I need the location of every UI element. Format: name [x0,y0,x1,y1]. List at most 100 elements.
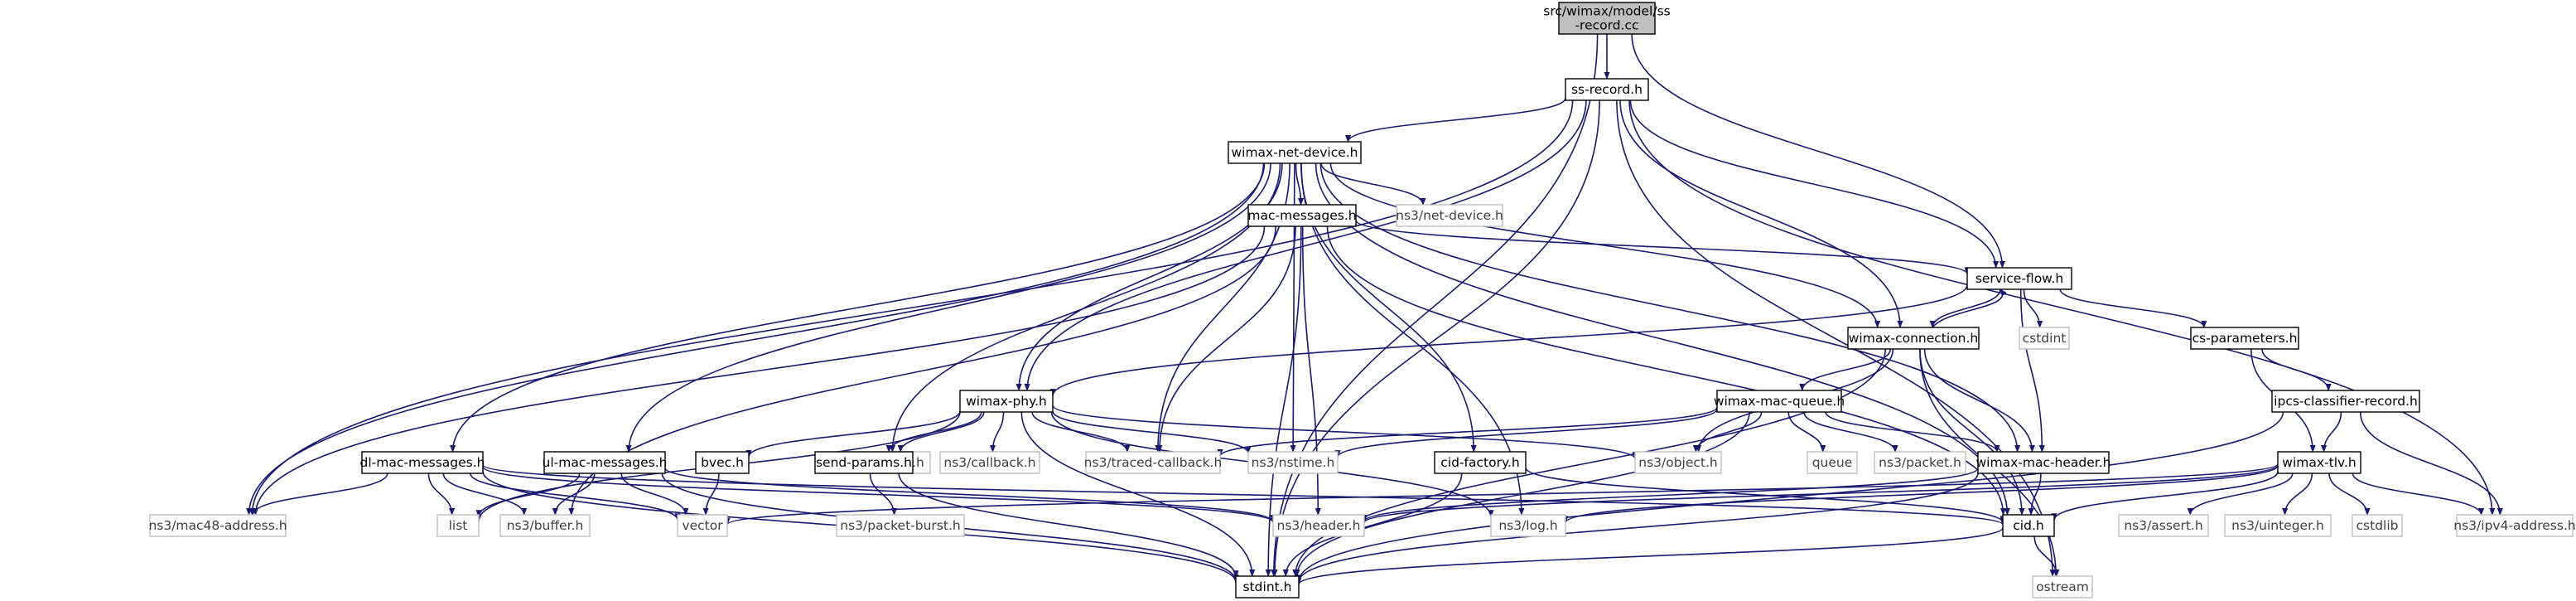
node-wimax-phy[interactable]: wimax-phy.h [959,390,1054,413]
node-box-stdint [1235,575,1300,599]
edge-ipcs-classifier-record-to-ipv4-address [2359,411,2503,516]
edge-service-flow-to-cs-parameters [2059,288,2207,328]
node-box-list [437,514,480,537]
node-label-cs-parameters: cs-parameters.h [2192,331,2298,346]
node-label-wimax-connection: wimax-connection.h [1849,331,1979,346]
edge-ul-mac-messages-to-header [664,467,1276,523]
node-wimax-net-device[interactable]: wimax-net-device.h [1228,141,1362,164]
edge-wimax-tlv-to-vector [724,463,2279,526]
edge-wimax-tlv-to-header [1361,464,2279,524]
node-service-flow[interactable]: service-flow.h [1966,267,2072,290]
edge-mac-messages-to-service-flow [1355,219,1971,275]
edge-ul-mac-messages-to-buffer [552,473,596,516]
edge-ipcs-classifier-record-to-wimax-tlv [2321,411,2342,453]
node-mac-messages[interactable]: mac-messages.h [1247,204,1357,227]
node-send-params[interactable]: send-params.h [814,451,914,474]
edge-bvec-to-vector [702,473,720,516]
edge-mac-messages-to-traced-callback [1156,225,1296,453]
edge-wimax-net-device-to-cid [1315,162,2010,516]
node-box-cstdlib [2352,514,2403,537]
edge-wimax-tlv-to-assert [2187,473,2294,516]
node-wimax-mac-header[interactable]: wimax-mac-header.h [1976,451,2111,474]
node-label-mac-messages: mac-messages.h [1247,208,1356,223]
node-label-wimax-phy: wimax-phy.h [966,394,1047,409]
node-label-buffer: ns3/buffer.h [507,518,584,533]
node-box-net-device [1396,204,1503,227]
node-wimax-connection[interactable]: wimax-connection.h [1847,327,1980,350]
node-box-object [1634,451,1722,474]
node-box-buffer [499,514,591,537]
edge-wimax-connection-to-stdint [1292,348,1886,577]
node-root[interactable]: src/wimax/model/ss-record.cc [1543,2,1671,35]
node-callback: ns3/callback.h [939,451,1040,474]
node-ul-mac-messages[interactable]: ul-mac-messages.h [543,451,668,474]
node-label-ul-mac-messages: ul-mac-messages.h [543,455,668,470]
edge-service-flow-to-wimax-phy [1049,284,1968,397]
node-header: ns3/header.h [1272,514,1365,537]
node-label-wimax-tlv: wimax-tlv.h [2282,455,2356,470]
node-wimax-mac-queue[interactable]: wimax-mac-queue.h [1714,390,1845,413]
node-bvec[interactable]: bvec.h [695,451,750,474]
edge-wimax-net-device-to-net-device [1320,162,1426,206]
node-ipcs-classifier-record[interactable]: ipcs-classifier-record.h [2271,390,2420,413]
node-box-ostream [2032,575,2093,599]
node-cid[interactable]: cid.h [2002,514,2055,537]
node-label-vector: vector [682,518,723,533]
edge-wimax-net-device-to-dl-mac-messages [450,162,1266,453]
edge-wimax-phy-to-traced-callback [1031,411,1131,453]
edge-cid-factory-to-stdint [1282,473,1463,577]
node-label-log: ns3/log.h [1498,518,1557,533]
edge-wimax-connection-to-wimax-mac-queue [1799,348,1892,391]
edge-mac-messages-to-stdint [1265,225,1302,577]
node-stdint[interactable]: stdint.h [1235,575,1300,599]
node-cstdlib: cstdlib [2352,514,2403,537]
edge-wimax-phy-to-object [1052,405,1638,460]
node-wimax-tlv[interactable]: wimax-tlv.h [2277,451,2361,474]
node-box-cstdint [2019,327,2070,350]
edge-ss-record-to-service-flow [1629,99,2000,269]
node-buffer: ns3/buffer.h [499,514,591,537]
node-label-wimax-mac-queue: wimax-mac-queue.h [1714,394,1845,409]
edge-dl-mac-messages-to-mac48-address [249,473,388,516]
edge-wimax-connection-to-wimax-mac-header [1923,348,2035,453]
edge-ul-mac-messages-to-list [475,473,581,518]
node-label-dl-mac-messages: dl-mac-messages.h [360,455,485,470]
edge-wimax-net-device-to-mac-messages [1295,162,1305,206]
node-packet-burst: ns3/packet-burst.h [836,514,965,537]
node-cid-factory[interactable]: cid-factory.h [1434,451,1527,474]
node-log: ns3/log.h [1490,514,1566,537]
edge-wimax-mac-queue-to-traced-callback [1217,406,1718,457]
edge-ss-record-to-mac48-address [248,99,1574,516]
node-box-wimax-connection [1847,327,1980,350]
node-label-cid: cid.h [2013,518,2043,533]
node-label-cstdint: cstdint [2023,331,2067,346]
node-box-wimax-mac-header [1977,451,2110,474]
edge-wimax-mac-header-to-header [1361,468,1979,523]
node-label-ipcs-classifier-record: ipcs-classifier-record.h [2274,394,2418,409]
edge-dl-mac-messages-to-cid [482,464,2006,526]
dependency-edges [246,33,2503,585]
edge-mac-messages-to-mac48-address [252,225,1266,516]
node-label-callback: ns3/callback.h [943,455,1035,470]
node-box-traced-callback [1085,451,1221,474]
edge-wimax-net-device-to-log [1300,162,1525,516]
edge-ss-record-to-wimax-connection [1619,99,1903,328]
node-box-ul-mac-messages [543,451,666,474]
node-label-wimax-mac-header: wimax-mac-header.h [1976,455,2111,470]
node-dl-mac-messages[interactable]: dl-mac-messages.h [360,451,485,474]
node-box-uinteger [2224,514,2332,537]
node-cs-parameters[interactable]: cs-parameters.h [2190,327,2299,350]
edge-service-flow-to-wimax-connection [1929,288,2001,328]
edge-ss-record-to-wimax-phy [1024,99,1587,391]
node-label-cid-factory: cid-factory.h [1440,455,1519,470]
node-label-queue: queue [1812,455,1853,470]
edge-wimax-connection-to-cid [1919,348,2025,516]
node-box-wimax-mac-queue [1716,390,1842,413]
node-box-cid-factory [1434,451,1527,474]
edge-wimax-net-device-to-wimax-connection [1329,162,1881,328]
node-box-dl-mac-messages [361,451,484,474]
node-ss-record[interactable]: ss-record.h [1565,78,1649,101]
node-box-bvec [695,451,750,474]
node-vector: vector [677,514,728,537]
node-box-send-params [814,451,914,474]
